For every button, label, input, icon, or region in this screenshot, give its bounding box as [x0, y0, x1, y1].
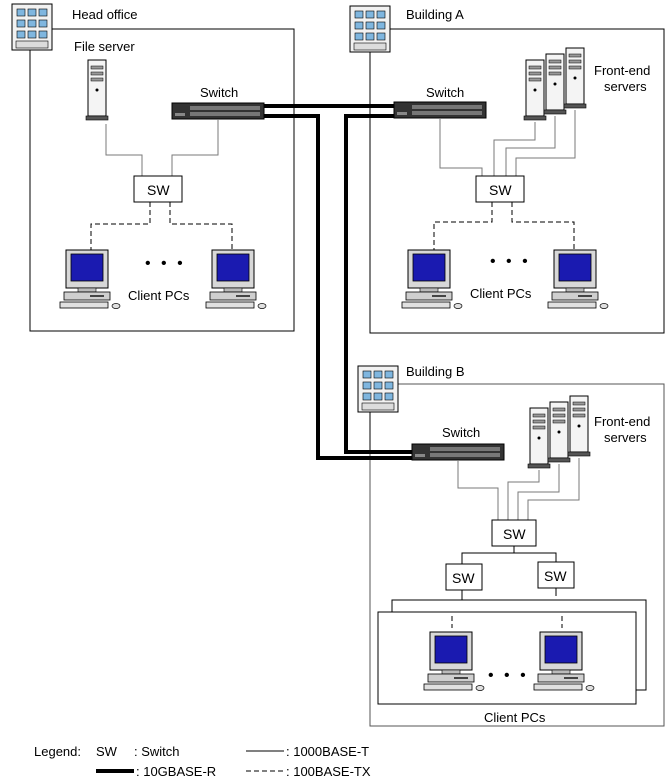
building-a-sw-box	[475, 175, 525, 203]
link-a-server1-sw	[493, 122, 536, 176]
backbone-a-b	[344, 114, 412, 454]
legend-thin-desc: : 1000BASE-T	[286, 744, 369, 759]
building-a-building-icon	[349, 5, 391, 53]
link-a-server3-sw	[515, 110, 576, 176]
building-a-servers-label-1: Front-end	[594, 63, 650, 78]
building-b-site: Building B Switch Front-end servers SW S…	[357, 364, 665, 727]
building-a-server-3-icon	[563, 47, 587, 109]
head-office-frame	[29, 28, 295, 332]
building-a-server-2-icon	[543, 53, 567, 115]
legend-thick-desc: : 10GBASE-R	[136, 764, 216, 779]
building-b-clients-group	[377, 611, 637, 705]
building-a-sw-label: SW	[489, 182, 512, 198]
building-b-switch-icon	[411, 443, 505, 461]
head-office-pc-right-icon	[205, 249, 267, 309]
legend-sw-desc: : Switch	[134, 744, 180, 759]
building-a-site: Building A Switch Front-end servers SW •…	[349, 5, 665, 334]
head-office-clients-label: Client PCs	[128, 288, 190, 303]
building-a-title: Building A	[406, 7, 464, 22]
link-file-server-sw	[105, 124, 143, 176]
head-office-site: Head office File server Switch SW • • • …	[11, 3, 295, 332]
head-office-sw-label: SW	[147, 182, 170, 198]
building-b-clients-label: Client PCs	[484, 710, 546, 725]
building-b-building-icon	[357, 365, 399, 413]
building-a-server-1-icon	[523, 59, 547, 121]
link-b-group-back	[462, 599, 647, 691]
head-office-building-icon	[11, 3, 53, 51]
building-a-pc-right-icon	[547, 249, 609, 309]
building-b-server-2-icon	[547, 401, 571, 463]
building-b-sw-left-label: SW	[452, 570, 475, 586]
building-a-servers-label-2: servers	[604, 79, 647, 94]
building-b-server-3-icon	[567, 395, 591, 457]
legend: Legend: SW : Switch : 1000BASE-T : 10GBA…	[34, 744, 371, 779]
link-sw-pc-left	[90, 202, 151, 250]
head-office-switch-label: Switch	[200, 85, 238, 100]
building-a-clients-label: Client PCs	[470, 286, 532, 301]
building-b-servers-label-1: Front-end	[594, 414, 650, 429]
legend-title: Legend:	[34, 744, 81, 759]
link-a-switch-sw	[439, 118, 483, 176]
building-a-pc-left-icon	[401, 249, 463, 309]
head-office-pc-left-icon	[59, 249, 121, 309]
link-b-sw-right	[514, 552, 557, 562]
link-sw-pc-right	[169, 202, 233, 250]
building-b-title: Building B	[406, 364, 465, 379]
building-a-switch-icon	[393, 101, 487, 119]
file-server-icon	[85, 59, 109, 121]
head-office-sw-box	[133, 175, 183, 203]
link-b-server1-sw	[507, 470, 540, 520]
link-a-server2-sw	[505, 116, 556, 176]
building-b-frame	[369, 383, 665, 727]
head-office-switch-icon	[171, 102, 265, 120]
head-office-ellipsis: • • •	[145, 255, 186, 272]
legend-dashed-desc: : 100BASE-TX	[286, 764, 371, 779]
building-b-sw-left-box	[445, 563, 483, 591]
building-b-ellipsis: • • •	[488, 667, 529, 684]
file-server-label: File server	[74, 39, 135, 54]
building-a-frame	[369, 28, 665, 334]
building-b-servers-label-2: servers	[604, 430, 647, 445]
link-a-sw-pc-left	[433, 202, 493, 250]
building-a-ellipsis: • • •	[490, 253, 531, 270]
link-a-sw-pc-right	[511, 202, 575, 250]
building-a-switch-label: Switch	[426, 85, 464, 100]
head-office-title: Head office	[72, 7, 138, 22]
building-b-sw-label: SW	[503, 526, 526, 542]
link-b-left-group	[391, 590, 463, 612]
link-b-sw-left	[461, 546, 515, 564]
building-b-server-1-icon	[527, 407, 551, 469]
building-b-sw-right-label: SW	[544, 568, 567, 584]
backbone-ho-b	[264, 114, 412, 460]
legend-sw-key: SW	[96, 744, 118, 759]
link-b-switch-sw	[457, 460, 499, 520]
backbone-links	[264, 104, 412, 460]
link-switch-sw	[171, 119, 219, 176]
building-b-switch-label: Switch	[442, 425, 480, 440]
link-b-server2-sw	[517, 464, 560, 520]
link-b-server3-sw	[527, 458, 580, 520]
